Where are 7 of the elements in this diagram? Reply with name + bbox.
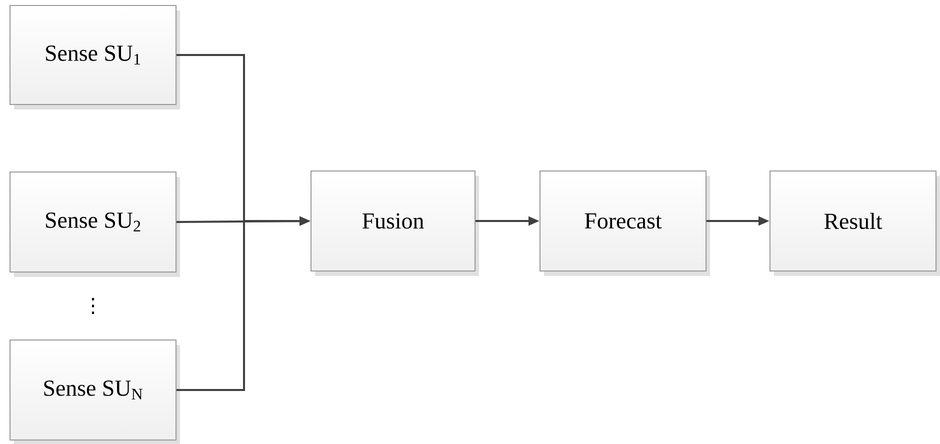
process-box: Result [770, 170, 940, 276]
process-box: Forecast [540, 170, 710, 276]
process-box: Sense SU$_{2}$ [10, 172, 180, 277]
process-box: Sense SU$_{1}$ [10, 5, 180, 110]
ellipsis: ⋮ [92, 298, 94, 314]
process-box: Sense SU$_{N}$ [10, 340, 180, 444]
process-box: Fusion [310, 170, 479, 276]
